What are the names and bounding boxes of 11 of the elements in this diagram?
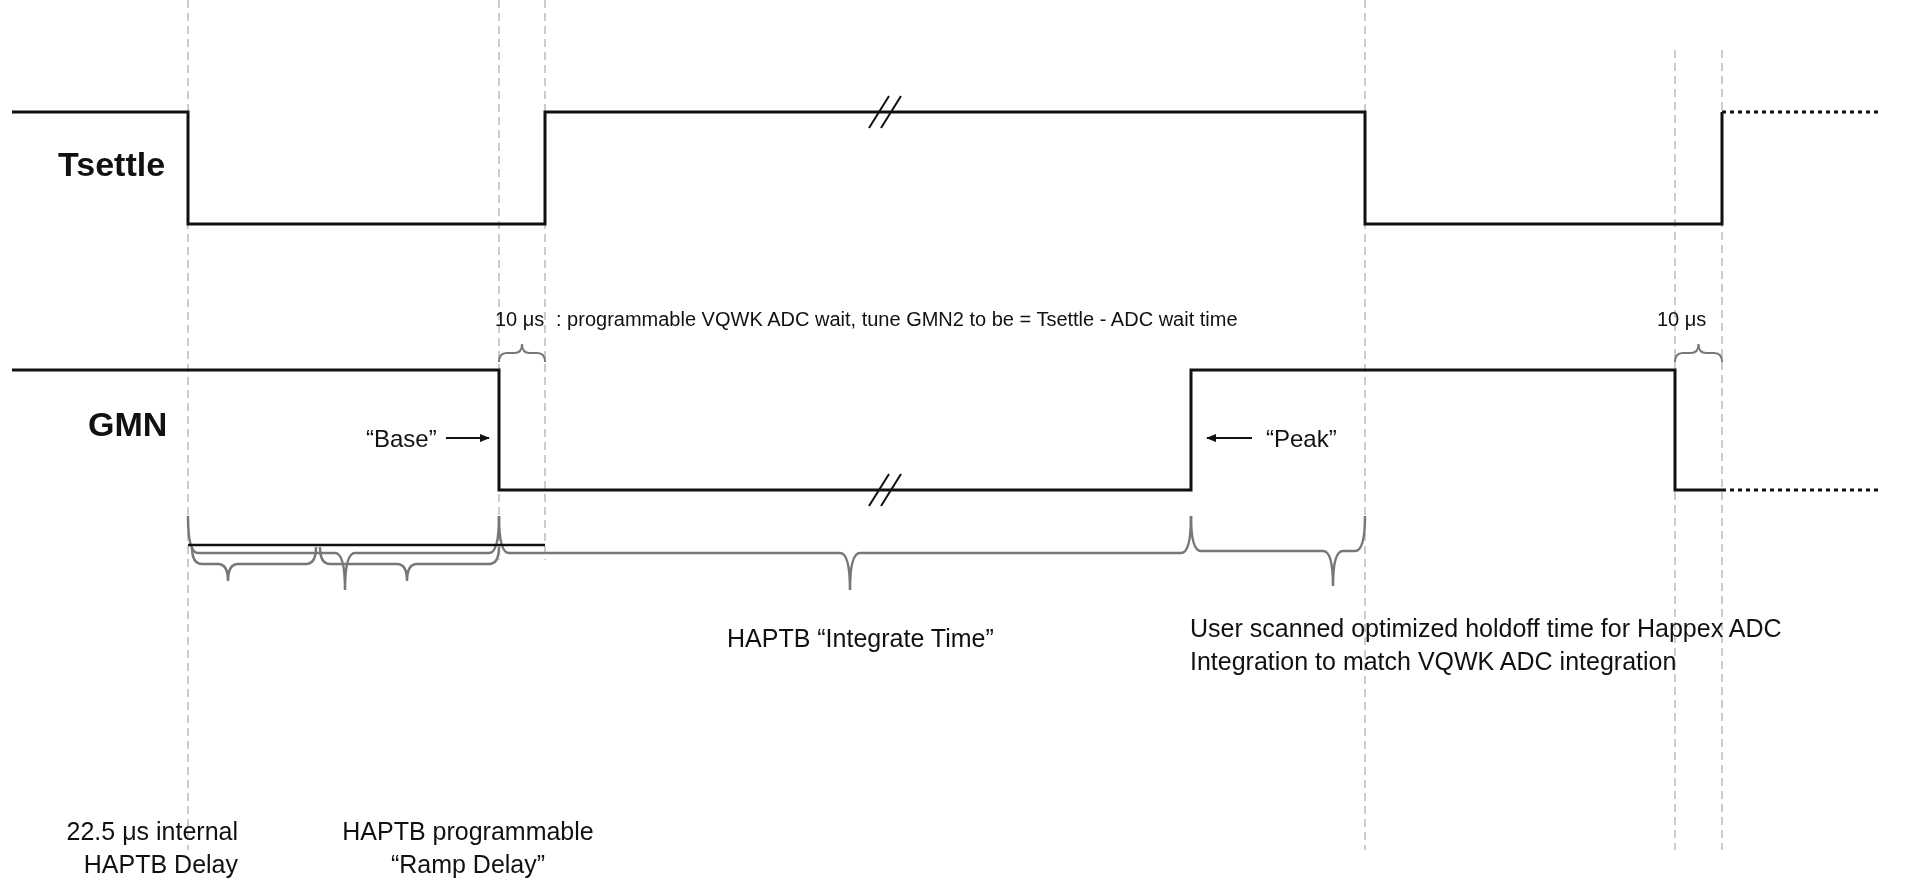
signal-name: Tsettle	[58, 144, 166, 185]
interval-label: User scanned optimized holdoff time for Happex ADC Integration to match VQWK ADC integration	[1190, 613, 1783, 677]
interval-label: HAPTB “Integrate Time”	[727, 623, 994, 654]
interval-label: HAPTB programmable “Ramp Delay”	[341, 816, 595, 880]
marker-label: “Base”	[366, 424, 437, 454]
annotation-text: : programmable VQWK ADC wait, tune GMN2 to be = Tsettle - ADC wait time	[556, 307, 1238, 332]
time-label: 10 μs	[1657, 307, 1707, 332]
time-label: 10 μs	[495, 307, 545, 332]
marker-label: “Peak”	[1266, 424, 1337, 454]
signal-name: GMN	[88, 404, 168, 445]
interval-label: 22.5 μs internal HAPTB Delay	[65, 816, 238, 880]
